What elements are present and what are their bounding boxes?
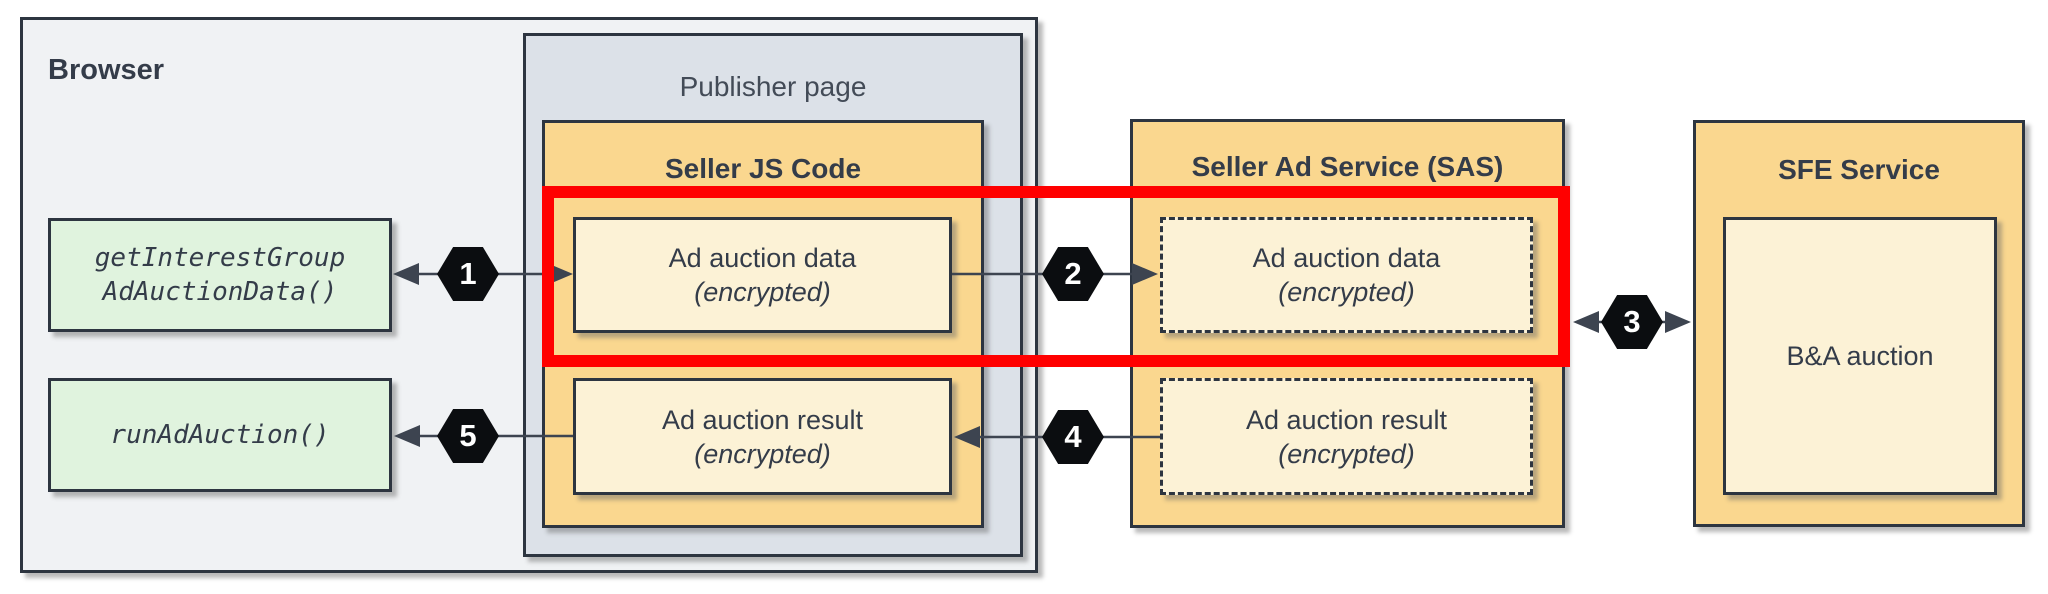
- sjs-ad-auction-data-box: Ad auction data (encrypted): [573, 217, 952, 333]
- step-badge-3-number: 3: [1623, 304, 1641, 339]
- sjs-ad-auction-data-subtitle: (encrypted): [694, 277, 831, 307]
- sjs-ad-auction-result-title: Ad auction result: [661, 404, 864, 435]
- sas-ad-auction-data-title: Ad auction data: [1252, 243, 1441, 273]
- sas-ad-auction-result-title: Ad auction result: [1245, 404, 1448, 435]
- sas-ad-auction-result-box: Ad auction result (encrypted): [1160, 378, 1533, 495]
- sas-ad-auction-data-box: Ad auction data (encrypted): [1160, 217, 1533, 333]
- step-badge-4-number: 4: [1064, 419, 1082, 454]
- sas-ad-auction-data-subtitle: (encrypted): [1278, 277, 1415, 307]
- ba-auction-label: B&A auction: [1786, 341, 1934, 371]
- ba-auction-box: B&A auction: [1723, 217, 1997, 495]
- sas-ad-auction-result-subtitle: (encrypted): [1278, 438, 1415, 469]
- get-interest-group-label: getInterestGroup AdAuctionData(): [94, 243, 346, 307]
- step-badge-2-number: 2: [1064, 256, 1082, 291]
- step-badge-1-number: 1: [459, 256, 477, 291]
- red-highlight-rectangle: [542, 186, 1570, 367]
- seller-js-code-title: Seller JS Code: [664, 153, 862, 184]
- step-badge-5-number: 5: [459, 418, 477, 453]
- browser-title: Browser: [48, 54, 165, 86]
- sjs-ad-auction-result-subtitle: (encrypted): [694, 438, 831, 469]
- run-ad-auction-label: runAdAuction(): [110, 420, 330, 450]
- get-interest-group-box: getInterestGroup AdAuctionData(): [48, 218, 392, 332]
- sjs-ad-auction-data-title: Ad auction data: [668, 243, 857, 273]
- seller-ad-service-title: Seller Ad Service (SAS): [1191, 151, 1504, 182]
- sjs-ad-auction-result-box: Ad auction result (encrypted): [573, 378, 952, 495]
- sfe-service-title: SFE Service: [1778, 154, 1940, 185]
- publisher-page-title: Publisher page: [679, 71, 867, 102]
- run-ad-auction-box: runAdAuction(): [48, 378, 392, 492]
